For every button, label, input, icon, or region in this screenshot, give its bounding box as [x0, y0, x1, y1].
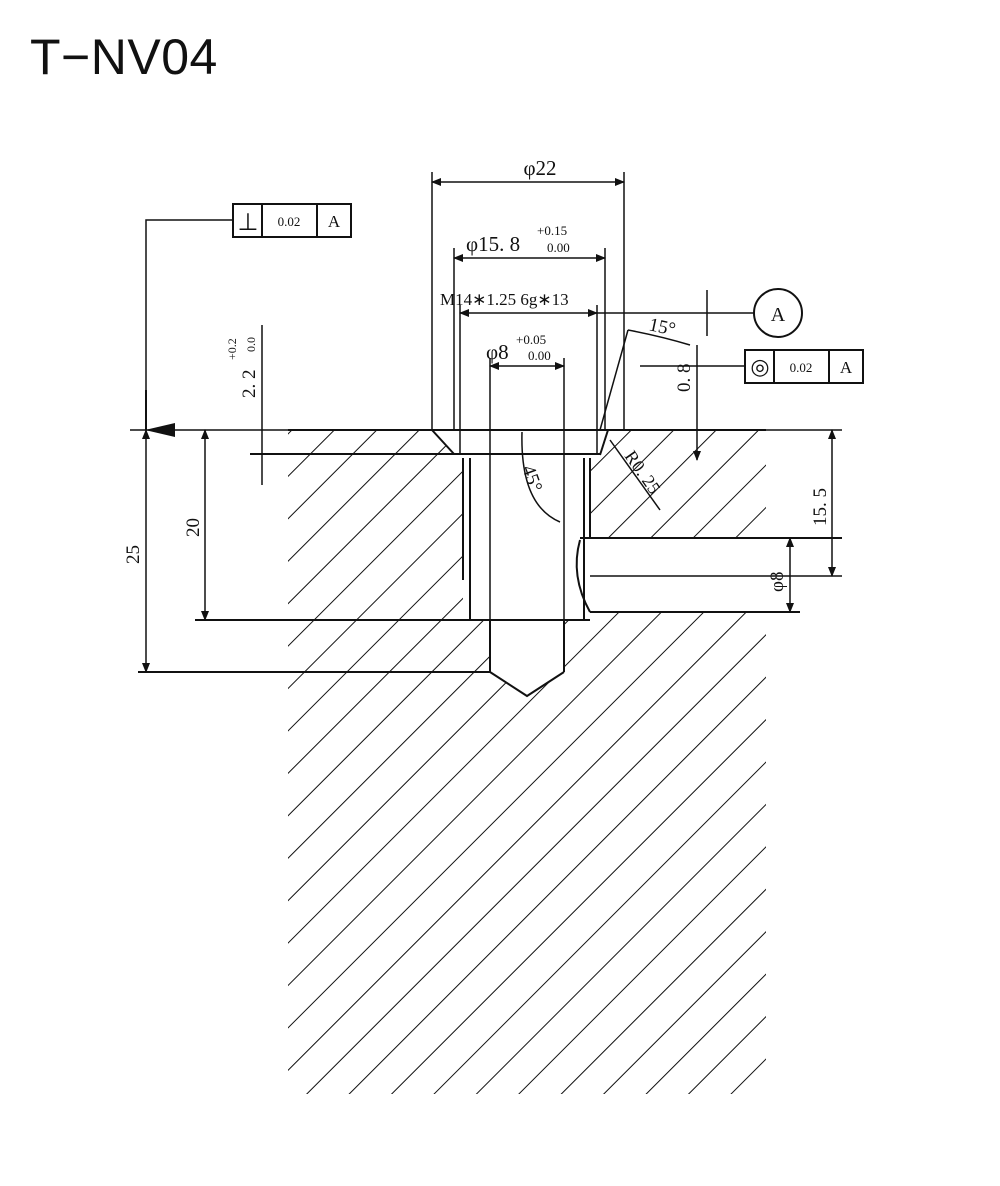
concentricity-frame: ◎ 0.02 A — [744, 349, 864, 384]
dim-depth-pocket: 20 — [183, 518, 204, 537]
dimension-lines — [130, 172, 842, 673]
dim-angle-taper: 15° — [647, 314, 677, 340]
svg-text:0.02: 0.02 — [790, 360, 813, 375]
dim-counterbore-tol-lower: 0.00 — [547, 240, 570, 255]
dim-bore-outer: φ22 — [523, 156, 556, 180]
svg-text:A: A — [840, 358, 853, 377]
svg-text:A: A — [771, 304, 786, 326]
dim-depth-top: 2. 2 — [239, 370, 260, 399]
hatched-section — [288, 430, 766, 1094]
dim-pin-tol-upper: +0.05 — [516, 332, 546, 347]
svg-text:A: A — [328, 212, 341, 231]
dim-depth-top-tol-lower: 0.0 — [244, 337, 258, 352]
dim-pin: φ8 — [486, 340, 509, 364]
perpendicularity-frame: ⊥ 0.02 A — [232, 203, 352, 238]
datum-a-symbol: A — [753, 288, 803, 338]
part-outline — [138, 429, 842, 698]
dim-depth-top-tol-upper: +0.2 — [225, 338, 239, 360]
svg-text:0.02: 0.02 — [278, 214, 301, 229]
dim-pin-tol-lower: 0.00 — [528, 348, 551, 363]
concentricity-icon: ◎ — [750, 354, 769, 379]
dim-depth-total: 25 — [123, 545, 144, 564]
dim-side-hole-dia: φ8 — [767, 572, 788, 592]
perpendicularity-icon: ⊥ — [238, 210, 259, 236]
cavity — [463, 454, 790, 696]
dim-counterbore: φ15. 8 — [466, 232, 520, 256]
dim-thread: M14∗1.25 6g∗13 — [440, 290, 569, 309]
dim-counterbore-tol-upper: +0.15 — [537, 223, 567, 238]
dim-step: 0. 8 — [674, 364, 695, 393]
drawing-title: T−NV04 — [30, 29, 218, 85]
dim-side-hole-depth: 15. 5 — [810, 488, 831, 526]
